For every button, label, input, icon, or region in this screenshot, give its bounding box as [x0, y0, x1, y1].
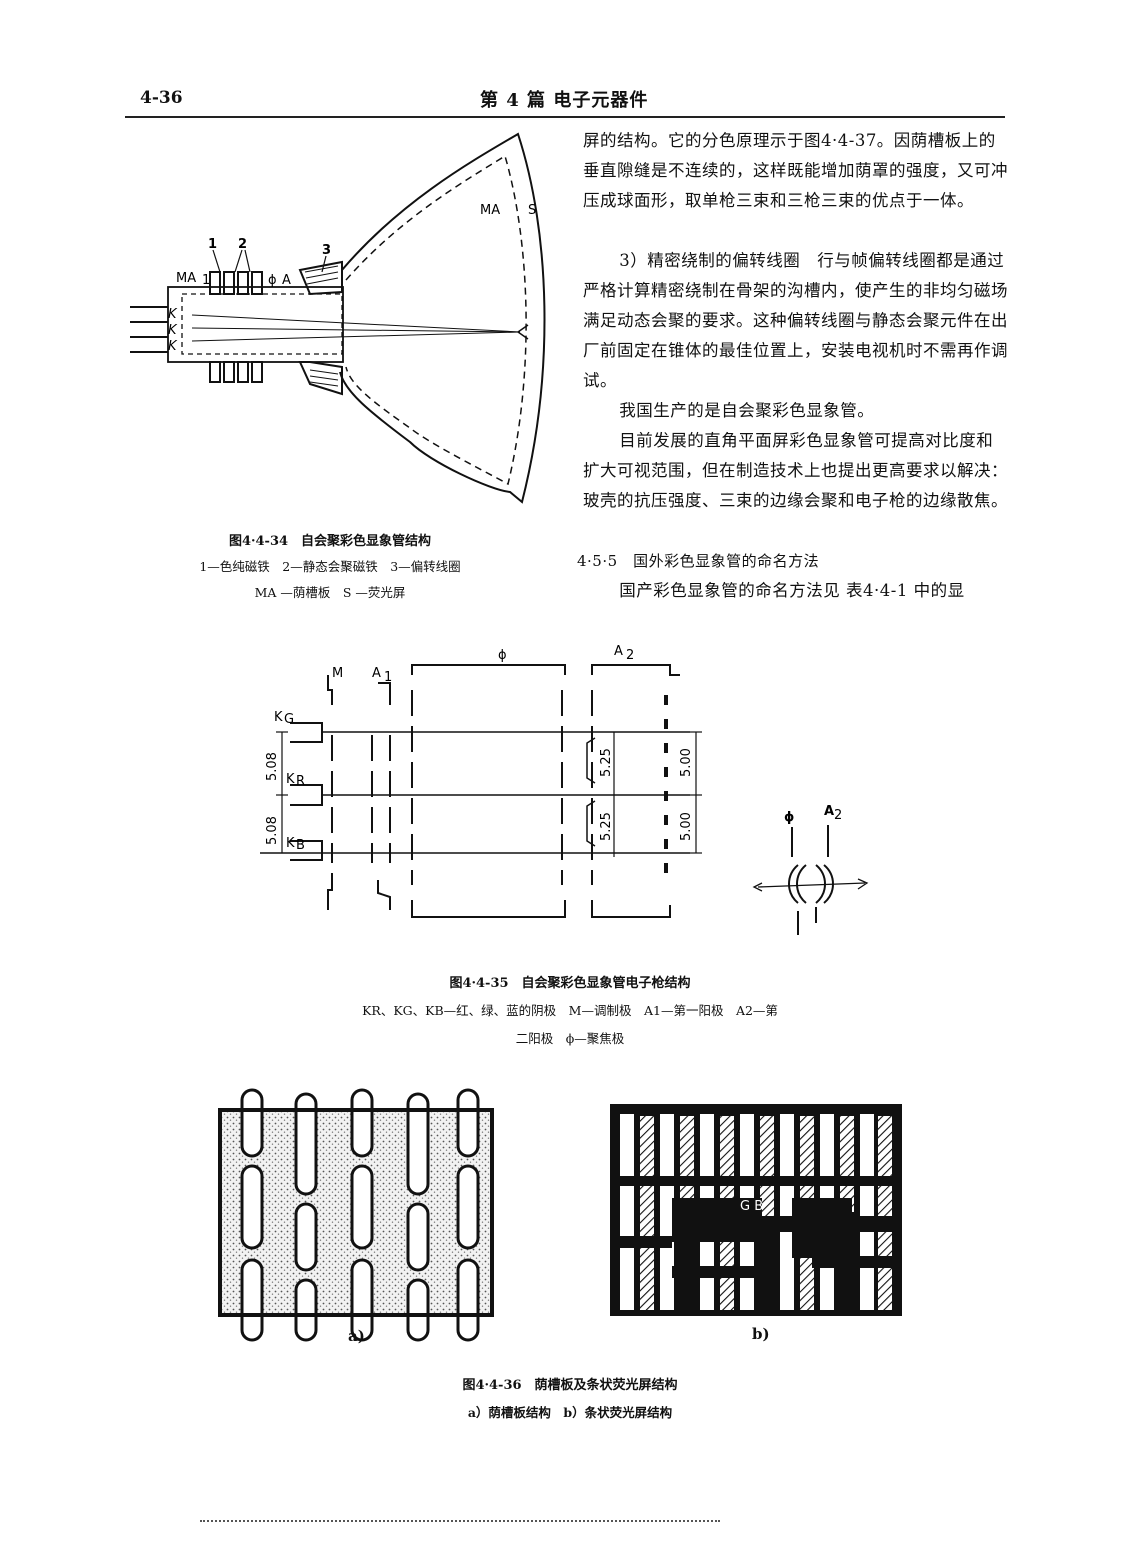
bottom-scan-rule [200, 1520, 720, 1522]
fig35-dim-508-bottom: 5.08 [265, 816, 280, 845]
paragraph-3: 我国生产的是自会聚彩色显象管。 [619, 401, 875, 420]
fig35-label-a2: A [614, 644, 623, 659]
fig36a-slot-mask-image [218, 1088, 494, 1342]
fig35-label-m: M [332, 666, 343, 681]
section-header-title: 第 4 篇 电子元器件 [480, 90, 649, 111]
fig34-label-1: 1 [208, 237, 217, 252]
fig35-label-a1: A [372, 666, 381, 681]
fig36-caption-title: 图4·4-36 荫槽板及条状荧光屏结构 [462, 1378, 678, 1393]
fig34-label-a1: 1 [202, 273, 210, 288]
fig35-caption-line2: KR、KG、KB—红、绿、蓝的阴极 M—调制极 A1—第一阳极 A2—第 [362, 1003, 778, 1018]
fig35-label-a1-sub: 1 [384, 670, 392, 685]
fig34-label-kg: K [168, 307, 178, 322]
fig34-crt-diagram: 1 2 3 MA S MA 1 ϕ A K K K [130, 132, 546, 504]
fig35-dim-500-bottom: 5.00 [679, 812, 694, 841]
fig35-dim-508-top: 5.08 [265, 752, 280, 781]
fig34-label-a2: A [282, 273, 291, 288]
fig34-label-kb: K [168, 339, 178, 354]
fig34-label-2: 2 [238, 237, 247, 252]
fig34-label-ma-gun: MA [176, 271, 196, 286]
fig35-label-kg-sub: G [284, 712, 294, 727]
fig35-dim-525-top: 5.25 [599, 748, 614, 777]
fig35-dim-500-top: 5.00 [679, 748, 694, 777]
paragraph-5: 国产彩色显象管的命名方法见 表4·4-1 中的显 [619, 581, 965, 600]
header-rule [125, 116, 1005, 118]
fig35-label-kr-sub: R [296, 774, 305, 789]
fig35-inset-focus-diagram: ϕ A 2 [752, 804, 869, 935]
fig34-caption-line2: 1—色纯磁铁 2—静态会聚磁铁 3—偏转线圈 [199, 559, 461, 574]
fig35-label-a2-sub: 2 [626, 648, 634, 663]
fig35-inset-label-a2: A [824, 804, 834, 819]
fig34-label-kr: K [168, 323, 178, 338]
fig36-label-b: b) [752, 1325, 770, 1343]
paragraph-4: 目前发展的直角平面屏彩色显象管可提高对比度和扩大可视范围，但在制造技术上也提出更… [583, 431, 1008, 510]
fig35-label-phi: ϕ [498, 648, 507, 663]
fig36b-stripe-screen-image: G B [610, 1104, 902, 1316]
crt-bulb-outline [339, 132, 546, 504]
fig35-label-kb: K [286, 836, 295, 851]
fig36-label-a: a) [348, 1327, 365, 1345]
fig35-label-kb-sub: B [296, 838, 305, 853]
fig35-dim-525-bottom: 5.25 [599, 812, 614, 841]
fig34-label-s-screen: S [528, 203, 536, 218]
paragraph-1: 屏的结构。它的分色原理示于图4·4-37。因荫槽板上的垂直隙缝是不连续的，这样既… [583, 131, 1008, 210]
fig35-label-kg: K [274, 710, 283, 725]
fig36b-inner-letters: G B [740, 1199, 763, 1214]
fig34-caption-title: 图4·4-34 自会聚彩色显象管结构 [228, 534, 432, 549]
fig35-inset-label-a2-sub: 2 [834, 808, 842, 823]
fig34-label-ma-screen: MA [480, 203, 500, 218]
paragraph-2: 3）精密绕制的偏转线圈 行与帧偏转线圈都是通过严格计算精密绕制在骨架的沟槽内，使… [583, 251, 1008, 390]
fig34-label-3: 3 [322, 243, 331, 258]
fig35-label-kr: K [286, 772, 295, 787]
fig34-label-phi: ϕ [268, 273, 277, 288]
fig35-inset-label-phi: ϕ [784, 810, 794, 825]
fig35-caption-title: 图4·4-35 自会聚彩色显象管电子枪结构 [449, 976, 691, 991]
page-number: 4-36 [140, 88, 183, 108]
fig35-gun-diagram: M A 1 ϕ A 2 K G K R K B 5.08 5.08 5.25 5… [260, 644, 702, 918]
fig34-caption-line3: MA —荫槽板 S —荧光屏 [254, 585, 406, 600]
fig35-caption-line3: 二阳极 ϕ—聚焦极 [515, 1031, 625, 1046]
fig36-caption-line2: a）荫槽板结构 b）条状荧光屏结构 [467, 1405, 673, 1420]
section-heading-455: 4·5·5 国外彩色显象管的命名方法 [577, 552, 820, 570]
